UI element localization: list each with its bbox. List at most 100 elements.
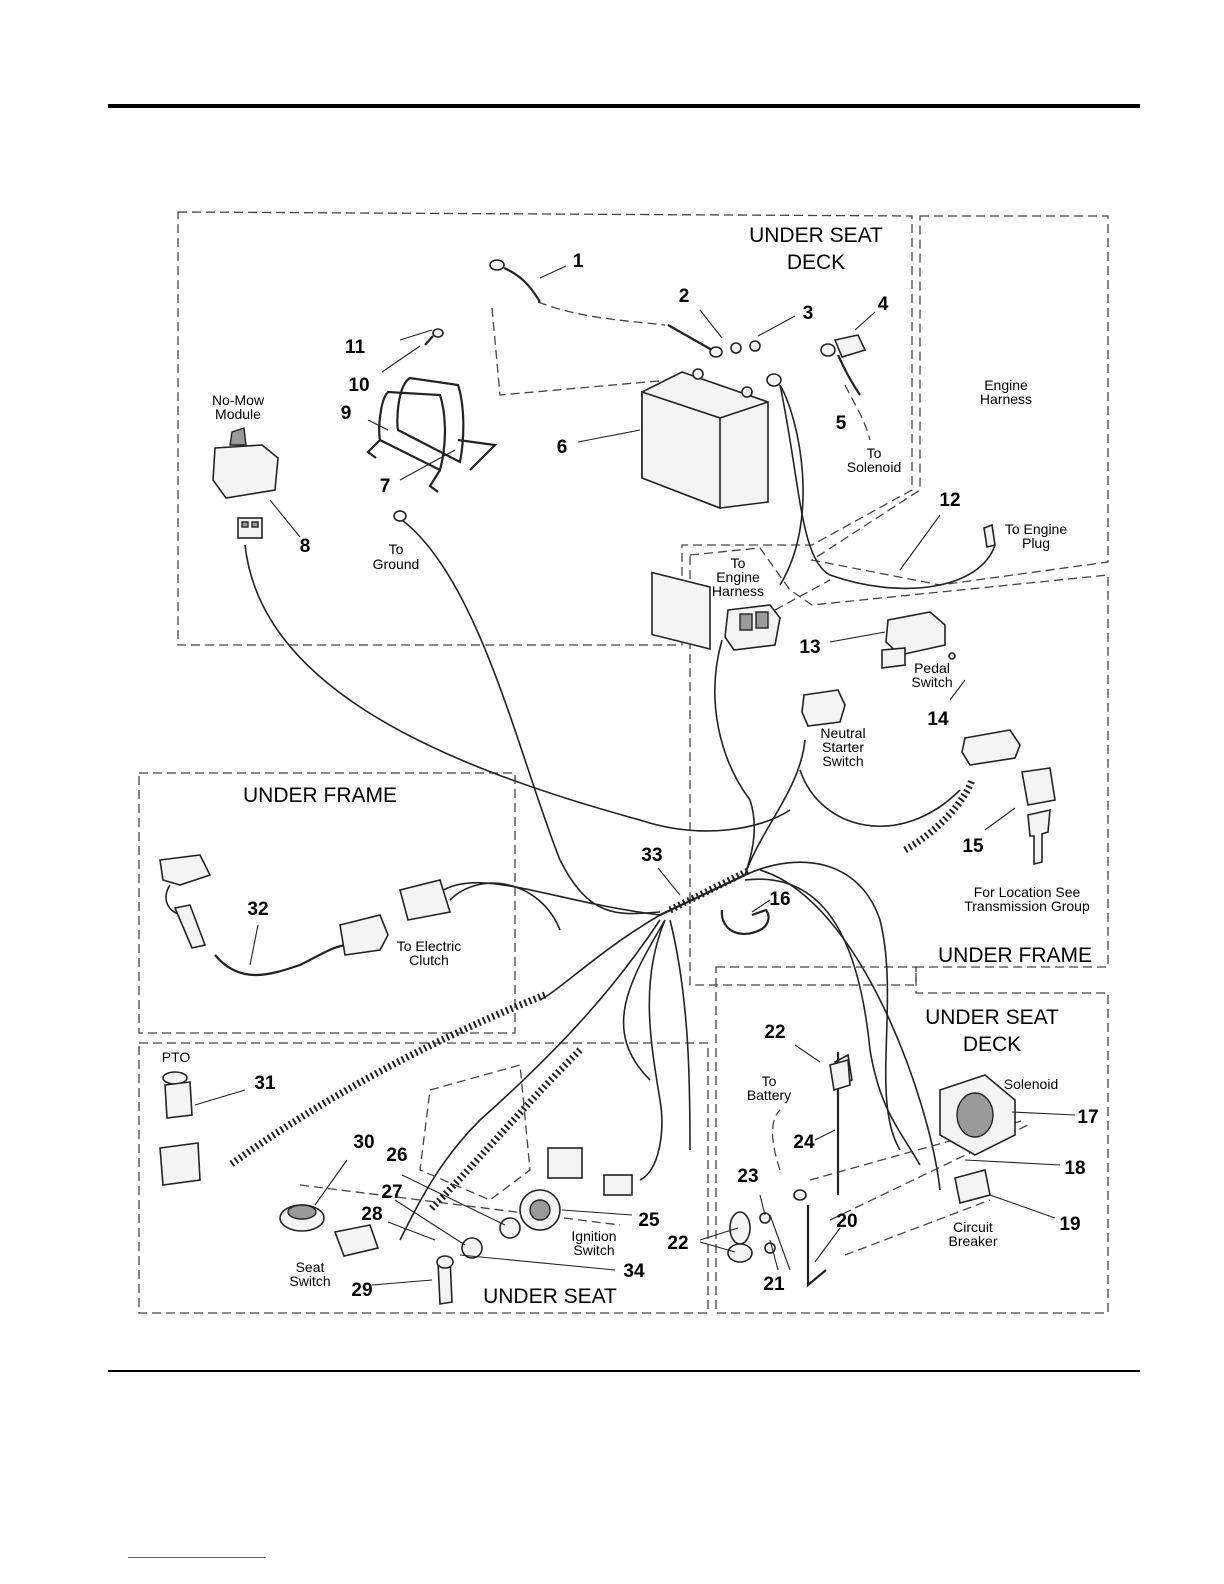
callout-7: 7	[380, 476, 391, 497]
callout-34: 34	[623, 1261, 645, 1282]
label-under-frame-left: UNDER FRAME	[243, 784, 397, 807]
label-ignition-1: Ignition	[571, 1228, 616, 1244]
label-under-seat-deck-top-2: DECK	[787, 251, 845, 274]
callout-21: 21	[763, 1274, 785, 1295]
label-to-battery-2: Battery	[747, 1087, 791, 1103]
boundary-under-seat-deck-top	[177, 211, 913, 646]
callout-6: 6	[557, 437, 568, 458]
callout-30: 30	[353, 1132, 374, 1153]
convoluted-loom	[227, 778, 976, 1213]
label-to-electric-clutch-1: To Electric	[397, 938, 462, 954]
callout-28: 28	[361, 1204, 382, 1225]
label-under-seat-deck-right-2: DECK	[963, 1033, 1021, 1056]
parts	[159, 259, 1056, 1305]
callout-19: 19	[1059, 1214, 1080, 1235]
label-neutral-3: Switch	[822, 753, 863, 769]
part-ground-cable	[489, 259, 541, 303]
label-under-frame-right: UNDER FRAME	[938, 944, 1092, 967]
label-to-battery-1: To	[762, 1073, 777, 1089]
part-keys	[436, 1255, 454, 1305]
label-pedal-switch-1: Pedal	[914, 660, 950, 676]
header-rule	[108, 104, 1140, 108]
part-ignition-switch	[461, 1147, 633, 1259]
label-no-mow-1: No-Mow	[212, 392, 265, 408]
callout-16: 16	[769, 889, 790, 910]
boundary-under-frame-left	[138, 772, 516, 1034]
label-solenoid: Solenoid	[1004, 1076, 1059, 1092]
footer-rule	[108, 1370, 1140, 1372]
callout-32: 32	[247, 899, 268, 920]
label-to-ground-1: To	[389, 541, 404, 557]
part-clutch-harness	[159, 854, 561, 976]
part-bolt	[424, 328, 444, 346]
callout-26: 26	[386, 1145, 407, 1166]
part-boot-22	[829, 1058, 851, 1092]
footer-link-underline[interactable]	[128, 1557, 266, 1558]
part-switch-14	[961, 729, 1021, 766]
part-hold-down	[366, 376, 498, 493]
callout-10: 10	[348, 375, 369, 396]
callout-17: 17	[1077, 1107, 1098, 1128]
callout-25: 25	[638, 1210, 660, 1231]
part-pedal-switch	[881, 611, 956, 669]
label-engine-harness-1: Engine	[984, 377, 1028, 393]
harness-wires	[244, 384, 996, 1241]
callout-23: 23	[737, 1166, 758, 1187]
label-to-engine-harness-3: Harness	[712, 583, 764, 599]
callout-8: 8	[300, 536, 311, 557]
label-to-solenoid-2: Solenoid	[847, 459, 902, 475]
callout-9: 9	[341, 403, 352, 424]
boundary-under-seat-deck-right	[715, 966, 1109, 1314]
label-to-engine-harness-1: To	[731, 555, 746, 571]
part-clip-15	[1021, 767, 1056, 866]
callout-22-upper: 22	[764, 1022, 785, 1043]
part-terminal-hardware	[667, 324, 867, 396]
part-seat-pan-outline	[419, 1064, 531, 1201]
label-to-engine-plug-2: Plug	[1022, 535, 1050, 551]
descriptive-labels: No-Mow Module To Ground To Solenoid Engi…	[162, 377, 1090, 1289]
part-battery	[641, 368, 782, 651]
part-ground-ring	[393, 510, 407, 522]
label-to-ground-2: Ground	[373, 556, 420, 572]
part-cable-20	[806, 1205, 827, 1288]
label-for-location-1: For Location See	[974, 884, 1081, 900]
callout-33: 33	[641, 845, 662, 866]
callout-11: 11	[345, 337, 366, 358]
label-under-seat: UNDER SEAT	[483, 1285, 617, 1308]
callout-15: 15	[962, 836, 984, 857]
label-circuit-breaker-1: Circuit	[953, 1219, 993, 1235]
callout-4: 4	[878, 294, 889, 315]
callout-2: 2	[679, 286, 690, 307]
label-ignition-2: Switch	[573, 1242, 614, 1258]
label-neutral-1: Neutral	[820, 725, 865, 741]
callout-20: 20	[836, 1211, 857, 1232]
callout-12: 12	[939, 490, 960, 511]
label-seat-switch-1: Seat	[296, 1259, 325, 1275]
label-circuit-breaker-2: Breaker	[948, 1233, 997, 1249]
label-for-location-2: Transmission Group	[964, 898, 1090, 914]
label-pedal-switch-2: Switch	[911, 674, 952, 690]
callout-14: 14	[927, 709, 949, 730]
callout-3: 3	[803, 303, 814, 324]
part-seat-connector	[333, 1224, 380, 1257]
callout-27: 27	[381, 1182, 402, 1203]
callout-31: 31	[254, 1073, 276, 1094]
part-circuit-breaker	[954, 1169, 991, 1204]
boundary-under-seat	[138, 1042, 709, 1314]
label-to-solenoid-1: To	[867, 445, 882, 461]
label-under-seat-deck-top-1: UNDER SEAT	[749, 224, 883, 247]
part-neutral-switch	[801, 689, 846, 727]
callout-5: 5	[836, 413, 847, 434]
leader-lines	[194, 265, 1076, 1286]
label-to-engine-plug-1: To Engine	[1005, 521, 1067, 537]
callout-29: 29	[351, 1280, 372, 1301]
label-under-seat-deck-right-1: UNDER SEAT	[925, 1006, 1059, 1029]
part-no-mow-module	[212, 427, 279, 539]
part-pto-switch	[159, 1071, 201, 1186]
label-to-electric-clutch-2: Clutch	[409, 952, 449, 968]
callout-1: 1	[573, 251, 584, 272]
part-engine-plug	[983, 523, 996, 548]
label-no-mow-2: Module	[215, 406, 261, 422]
part-solenoid	[939, 1074, 1016, 1156]
